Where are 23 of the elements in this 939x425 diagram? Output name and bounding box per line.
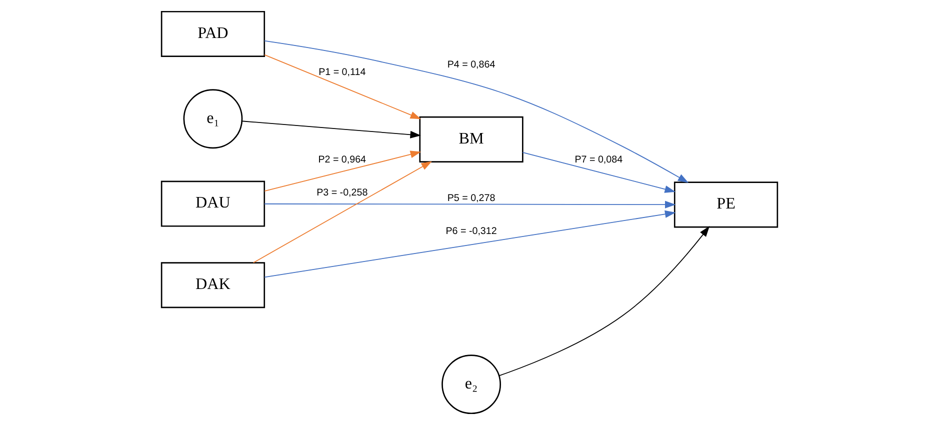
edge-label: P2 = 0,964 [318,154,366,166]
arrow [264,200,676,208]
node-box: BM [419,116,524,162]
arrow [522,152,676,193]
arrow [264,40,689,183]
arrow [264,210,676,278]
node-circle: e₂ [442,354,501,414]
arrow [242,120,422,138]
arrow [252,161,432,264]
node-box: DAU [160,180,266,227]
node-circle: e₁ [183,89,243,149]
arrow [264,150,422,192]
edge-label: P6 = -0,312 [446,226,497,237]
arrow [498,226,710,376]
edge-label: P1 = 0,114 [318,66,366,78]
edge-label: P4 = 0,864 [447,60,496,71]
edge-label: P5 = 0,278 [447,192,496,204]
edge-label: P7 = 0,084 [574,154,623,166]
node-box: PAD [160,10,266,57]
node-box: DAK [160,262,266,308]
arrow [264,54,422,120]
edge-label: P3 = -0,258 [316,188,368,199]
node-box: PE [674,182,778,228]
